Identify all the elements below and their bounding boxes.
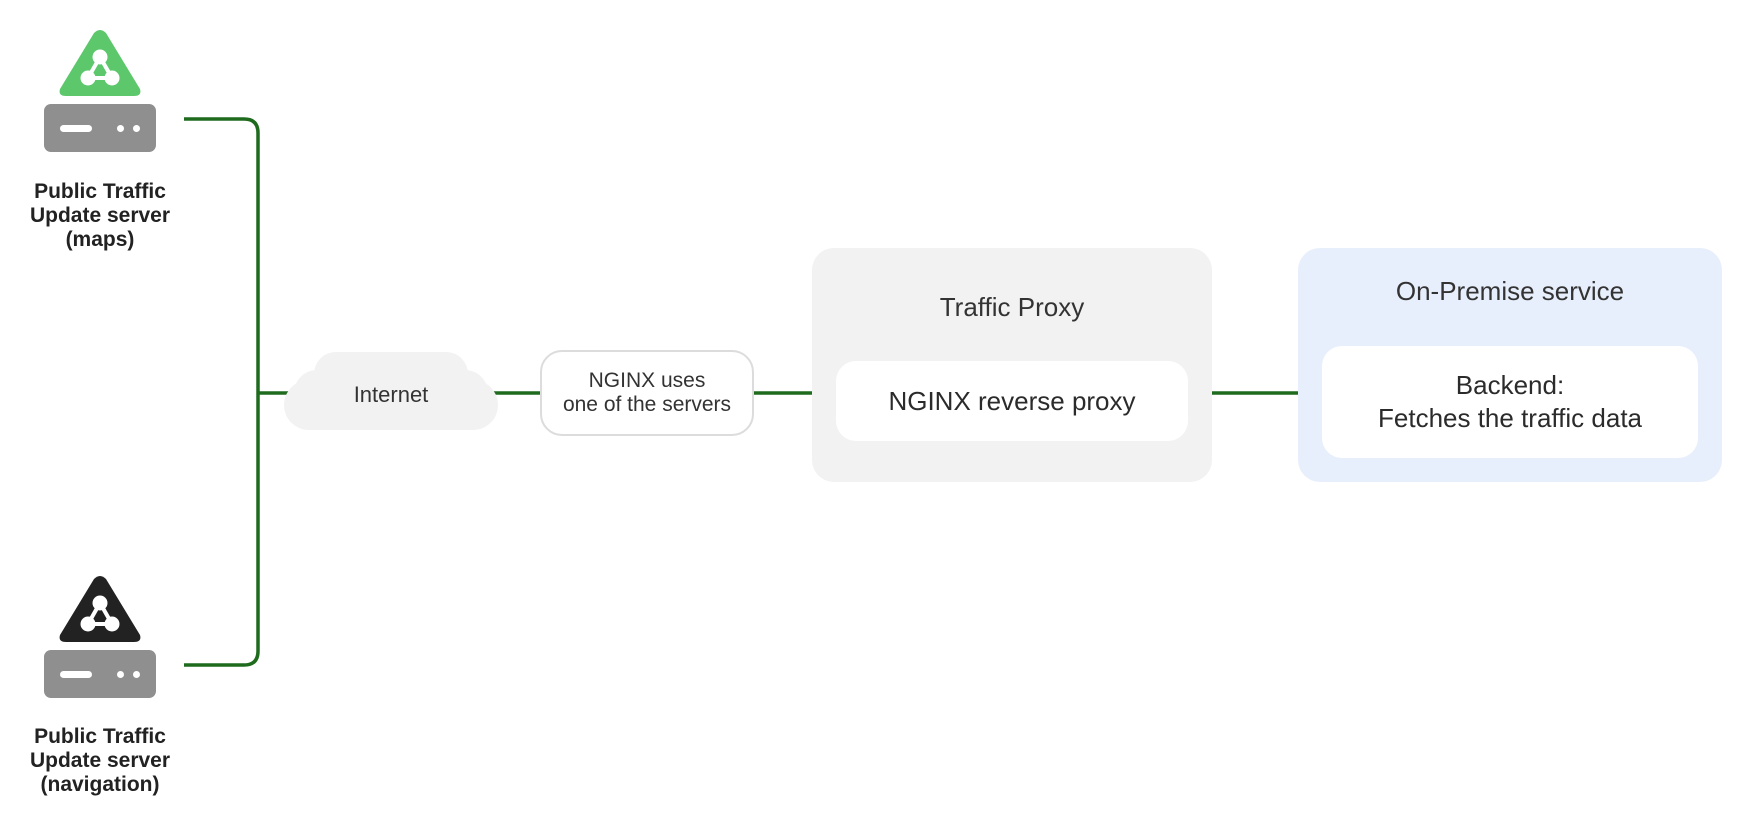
note-line-1: NGINX uses <box>588 369 706 392</box>
on-premise-service-group: On-Premise service Backend: Fetches the … <box>1298 248 1722 482</box>
nginx-server-selection-note: NGINX uses one of the servers <box>540 350 754 436</box>
traffic-logo-icon <box>59 30 141 96</box>
server-label-line: (maps) <box>65 228 135 251</box>
navigation-server-label: Public Traffic Update server (navigation… <box>0 725 200 797</box>
backend-box: Backend: Fetches the traffic data <box>1322 346 1698 458</box>
backend-label-line-1: Backend: <box>1455 370 1565 400</box>
internet-label: Internet <box>353 382 429 407</box>
server-rack-icon <box>44 104 156 152</box>
backend-label-line-2: Fetches the traffic data <box>1378 403 1642 433</box>
server-rack-icon <box>44 650 156 698</box>
traffic-proxy-title: Traffic Proxy <box>939 292 1085 322</box>
traffic-proxy-group: Traffic Proxy NGINX reverse proxy <box>812 248 1212 482</box>
nginx-reverse-proxy-label: NGINX reverse proxy <box>888 385 1136 416</box>
nginx-reverse-proxy-box: NGINX reverse proxy <box>836 361 1188 441</box>
on-premise-title: On-Premise service <box>1395 276 1625 306</box>
server-label-line: Public Traffic <box>34 180 166 203</box>
server-label-line: Update server <box>29 749 171 772</box>
note-line-2: one of the servers <box>562 393 732 416</box>
server-label-line: Public Traffic <box>34 725 166 748</box>
cloud-icon: Internet <box>284 352 498 436</box>
traffic-logo-icon <box>59 576 141 642</box>
server-label-line: (navigation) <box>40 773 160 796</box>
maps-server-label: Public Traffic Update server (maps) <box>0 180 200 252</box>
server-label-line: Update server <box>29 204 171 227</box>
